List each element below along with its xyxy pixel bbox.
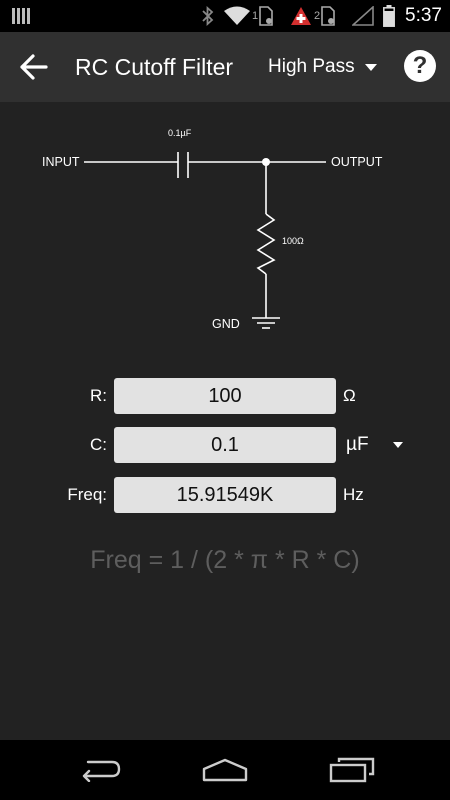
- capacitor-label: 0.1µF: [168, 128, 192, 138]
- nav-recents-button[interactable]: [322, 752, 382, 788]
- navigation-bar: [0, 740, 450, 800]
- status-time: 5:37: [405, 5, 442, 26]
- wifi-icon: [224, 0, 250, 32]
- back-button[interactable]: [18, 51, 52, 83]
- capacitance-unit: µF: [346, 434, 369, 455]
- junction-node: [262, 158, 270, 166]
- dropdown-arrow-icon: [392, 442, 403, 448]
- sim1-icon: 1: [252, 0, 273, 32]
- frequency-unit: Hz: [343, 485, 364, 504]
- filter-mode-label: High Pass: [268, 56, 355, 77]
- home-icon: [202, 758, 248, 782]
- notification-bars-icon: [12, 0, 30, 32]
- capacitance-row: C: µF: [0, 427, 450, 463]
- ground-label: GND: [212, 317, 240, 331]
- question-mark-icon: ?: [412, 52, 428, 79]
- page-title: RC Cutoff Filter: [75, 54, 234, 80]
- nav-back-button[interactable]: [70, 752, 130, 788]
- input-label: INPUT: [42, 155, 80, 169]
- status-bar: 1 2 5:37: [0, 0, 450, 32]
- frequency-input[interactable]: [114, 477, 336, 513]
- frequency-label: Freq:: [67, 485, 107, 504]
- dropdown-arrow-icon: [364, 63, 377, 71]
- frequency-row: Freq: Hz: [0, 477, 450, 513]
- capacitance-input[interactable]: [114, 427, 336, 463]
- signal-icon: [352, 0, 374, 32]
- sim2-number: 2: [314, 10, 321, 22]
- resistor-symbol: [256, 213, 276, 275]
- resistance-input[interactable]: [114, 378, 336, 414]
- recents-icon: [329, 757, 375, 783]
- filter-mode-dropdown[interactable]: High Pass: [262, 32, 377, 102]
- bluetooth-icon: [201, 0, 215, 32]
- arrow-left-icon: [20, 54, 48, 80]
- sim1-number: 1: [252, 10, 259, 22]
- capacitance-unit-dropdown[interactable]: µF: [346, 427, 403, 463]
- formula-text: Freq = 1 / (2 * π * R * C): [90, 546, 360, 574]
- sim2-icon: 2: [314, 0, 335, 32]
- swiss-cross-icon: [290, 0, 312, 32]
- nav-home-button[interactable]: [195, 752, 255, 788]
- help-button[interactable]: ?: [404, 50, 436, 82]
- circuit-schematic: INPUT OUTPUT 0.1µF 100Ω GND: [42, 128, 383, 331]
- output-label: OUTPUT: [331, 155, 383, 169]
- battery-icon: [383, 0, 395, 32]
- resistance-label: R:: [90, 386, 107, 405]
- resistance-row: R: Ω: [0, 378, 450, 414]
- resistor-label: 100Ω: [282, 236, 304, 246]
- action-bar: RC Cutoff Filter High Pass ?: [0, 32, 450, 102]
- back-icon: [82, 760, 121, 782]
- capacitance-label: C:: [90, 435, 107, 454]
- resistance-unit: Ω: [343, 386, 356, 405]
